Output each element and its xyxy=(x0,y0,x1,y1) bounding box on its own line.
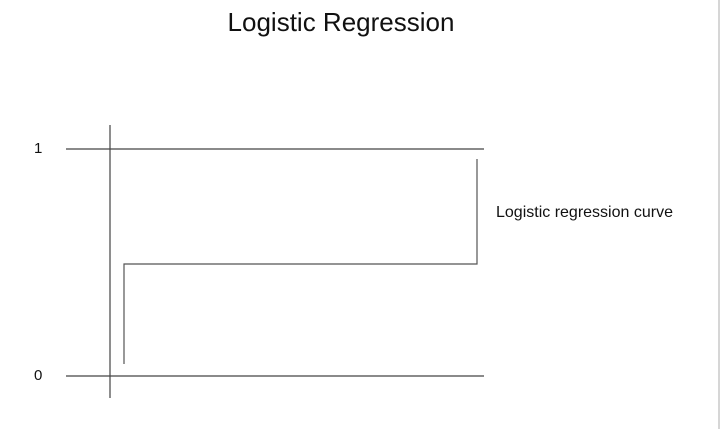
logistic-regression-curve xyxy=(123,159,478,364)
y-tick-label-1: 1 xyxy=(34,140,43,157)
diagram-title: Logistic Regression xyxy=(227,7,455,37)
right-edge-border xyxy=(718,0,720,429)
y-tick-label-0: 0 xyxy=(34,367,43,384)
curve-annotation: Logistic regression curve xyxy=(496,204,673,221)
